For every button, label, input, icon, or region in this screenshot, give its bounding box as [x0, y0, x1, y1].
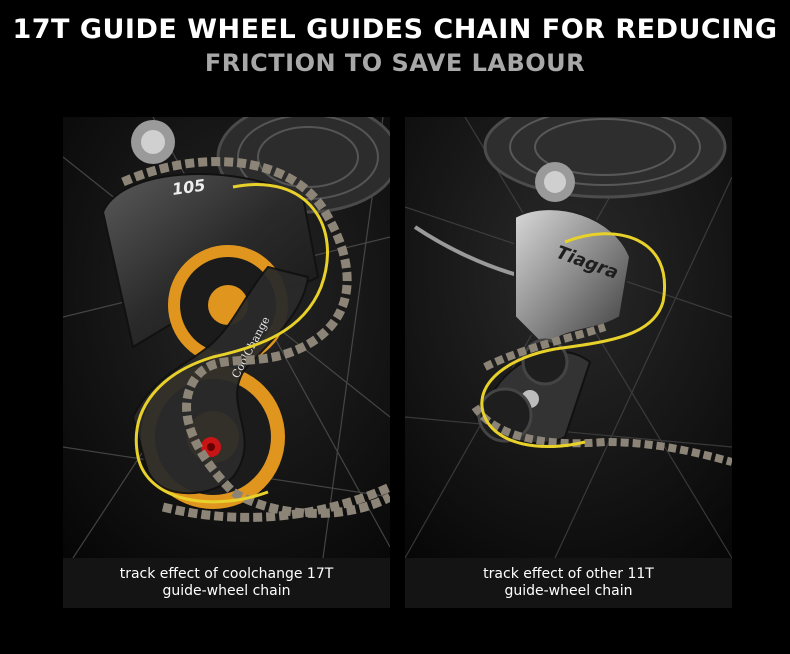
panel-caption: track effect of other 11T guide-wheel ch…: [405, 558, 732, 608]
chain-track-highlight: [134, 183, 329, 504]
page-title: 17T GUIDE WHEEL GUIDES CHAIN FOR REDUCIN…: [12, 14, 778, 45]
caption-line-1: track effect of coolchange 17T: [119, 566, 334, 582]
chain-lower: [161, 482, 390, 522]
chain-track-highlight: [480, 232, 666, 448]
component-label: 105: [171, 175, 207, 198]
coolchange-derailleur-photo: 105 CoolChange: [63, 117, 390, 558]
comparison-panel-other: Tiagra track effect of other 11T guide-w…: [405, 117, 732, 608]
caption-line-2: guide-wheel chain: [504, 583, 633, 599]
chain: [471, 323, 732, 466]
carbon-cage: [131, 265, 310, 495]
shift-cable: [413, 225, 526, 279]
caption-line-1: track effect of other 11T: [483, 566, 654, 582]
page-subtitle: FRICTION TO SAVE LABOUR: [204, 49, 586, 77]
standard-derailleur-photo: Tiagra: [405, 117, 732, 558]
chain: [121, 157, 390, 518]
comparison-panel-coolchange: 105 CoolChange track effect of coolchang…: [63, 117, 390, 608]
panel-caption: track effect of coolchange 17T guide-whe…: [63, 558, 390, 608]
caption-line-2: guide-wheel chain: [162, 583, 291, 599]
